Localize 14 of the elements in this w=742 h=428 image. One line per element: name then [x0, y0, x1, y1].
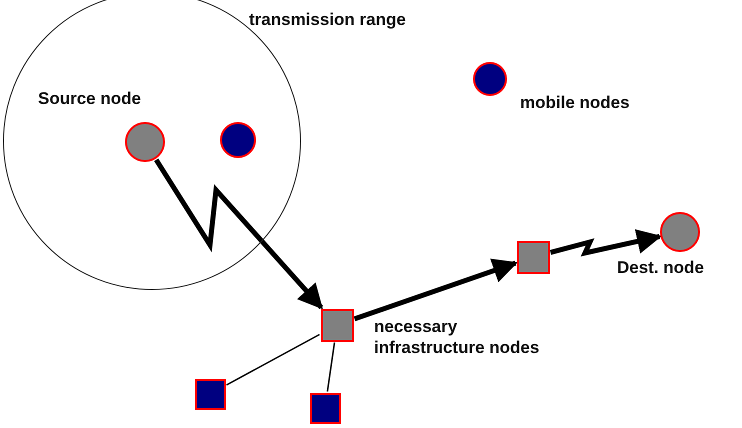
node-label: necessary infrastructure nodes [374, 316, 540, 358]
link-line [326, 342, 336, 392]
node-label: Dest. node [617, 257, 704, 278]
node-square [516, 240, 550, 274]
link-line [226, 334, 320, 386]
arrow [354, 258, 518, 322]
node-label: mobile nodes [520, 92, 630, 114]
node-label: Source node [38, 88, 141, 110]
node-square [194, 378, 226, 410]
node-circle [220, 122, 256, 158]
arrow [550, 229, 662, 257]
arrow [154, 158, 324, 310]
range-label: transmission range [249, 9, 406, 30]
node-square [310, 392, 340, 424]
